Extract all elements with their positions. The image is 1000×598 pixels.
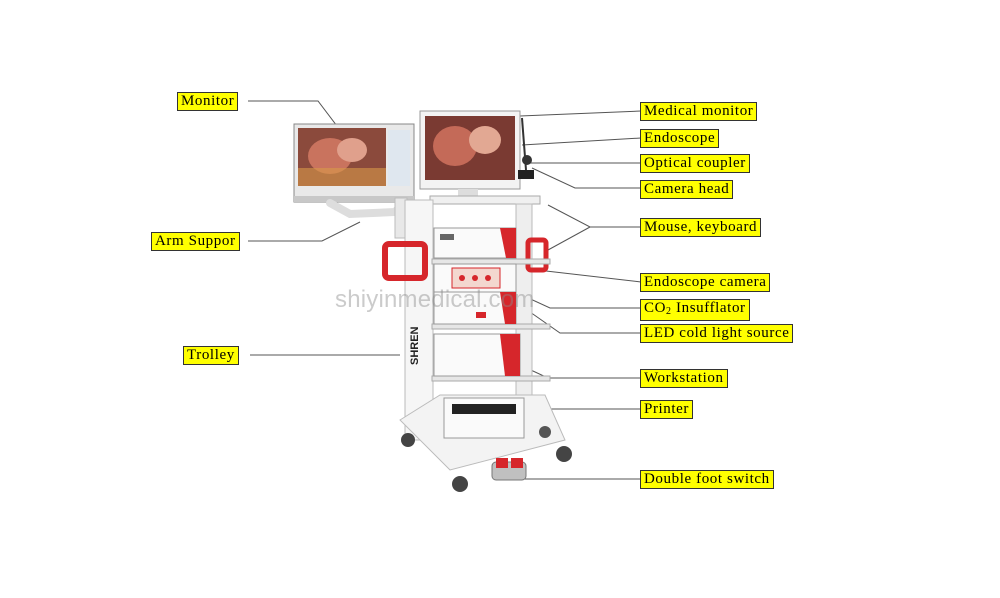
co2-subscript: 2 [666, 306, 672, 317]
watermark: shiyinmedical.com [335, 286, 535, 313]
trolley-brand-text: SHREN [409, 326, 421, 365]
label-trolley: Trolley [183, 346, 239, 365]
leader-medical-monitor [519, 110, 642, 117]
label-arm-support: Arm Suppor [151, 232, 240, 251]
leader-arm-support [248, 221, 361, 242]
co2-insufflator-unit [433, 263, 517, 293]
endoscope-graphic [518, 117, 534, 179]
workstation-unit [433, 333, 521, 377]
label-camera-head: Camera head [640, 180, 734, 199]
leader-endoscope [521, 137, 642, 146]
co2-suffix: Insufflator [671, 300, 746, 316]
printer-unit [443, 397, 525, 439]
label-mouse-keyboard: Mouse, keyboard [640, 218, 762, 237]
label-double-foot-switch: Double foot switch [640, 470, 774, 489]
endoscope-camera-unit [433, 227, 517, 259]
leader-mouse-2 [547, 226, 591, 251]
medical-monitor-graphic [419, 110, 521, 197]
leader-led [519, 304, 641, 334]
leader-camera-head [531, 167, 641, 189]
label-printer: Printer [640, 400, 694, 419]
label-optical-coupler: Optical coupler [640, 154, 750, 173]
support-arm [326, 197, 408, 239]
foot-switch-graphic [491, 458, 527, 481]
label-led-light-source: LED cold light source [640, 324, 794, 343]
label-monitor: Monitor [177, 92, 239, 111]
label-co2-insufflator: CO2 Insufflator [640, 299, 750, 321]
label-endoscope: Endoscope [640, 129, 720, 148]
label-endoscope-camera: Endoscope camera [640, 273, 771, 292]
arm-monitor [293, 123, 415, 203]
led-light-source-unit [433, 291, 517, 325]
leader-monitor [248, 100, 341, 131]
label-workstation: Workstation [640, 369, 728, 388]
label-medical-monitor: Medical monitor [640, 102, 758, 121]
co2-prefix: CO [644, 300, 667, 316]
